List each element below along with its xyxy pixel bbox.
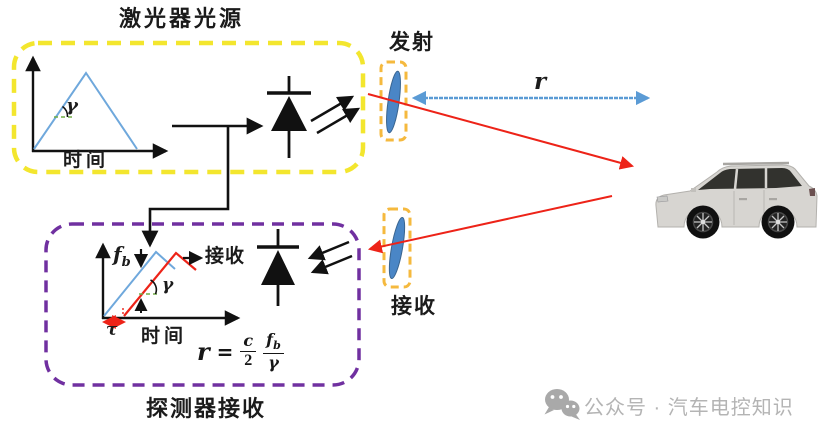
car-target xyxy=(655,161,818,239)
car-taillight xyxy=(809,188,815,196)
chirp-triangle-waveform xyxy=(33,71,138,150)
return-beam xyxy=(367,195,613,254)
car-door-handle-front xyxy=(739,198,747,201)
transmit-lens-box xyxy=(379,60,408,142)
laser-diode-symbol xyxy=(267,76,311,158)
slope-angle-arc-top xyxy=(61,105,69,118)
time-axis-label-top: 时间 xyxy=(63,150,110,171)
laser-source-box xyxy=(11,40,366,175)
formula-fraction-fb-over-gamma: fb γ xyxy=(263,330,284,372)
chirp-slope-label-bottom: γ xyxy=(162,275,174,295)
photodiode-symbol xyxy=(257,229,299,306)
formula-denominator-2: 2 xyxy=(244,352,253,370)
car-windows xyxy=(698,168,802,190)
beat-frequency-symbol: f xyxy=(113,242,122,266)
transmit-beam xyxy=(367,93,635,170)
receive-lens-box xyxy=(382,207,412,289)
watermark-text: 公众号 · 汽车电控知识 xyxy=(584,397,794,419)
laser-source-title: 激光器光源 xyxy=(119,6,245,31)
car-rear-wheel xyxy=(761,205,795,239)
chirp-slope-label-top: γ xyxy=(66,95,78,116)
received-signal-label: 接收 xyxy=(205,246,246,267)
detector-box xyxy=(44,222,361,387)
formula-denominator-gamma: γ xyxy=(268,352,279,372)
car-door-handle-rear xyxy=(769,198,777,201)
formula-equals: = xyxy=(216,339,234,364)
local-oscillator-tap-line xyxy=(141,126,230,248)
transmit-lens-label: 发射 xyxy=(389,30,435,54)
formula-numerator-c: c xyxy=(240,333,257,353)
car-mirror xyxy=(691,188,696,192)
car-roof-rail xyxy=(722,161,790,166)
time-axis-label-bottom: 时间 xyxy=(141,326,188,347)
delay-tau-label: τ xyxy=(106,320,118,340)
formula-numerator-fb: fb xyxy=(263,330,284,354)
formula-fb-sub: b xyxy=(273,339,281,353)
chirp-graph-axes xyxy=(25,55,169,159)
incoming-light-arrows xyxy=(307,240,353,275)
formula-fb-main: f xyxy=(266,330,274,349)
receive-lens-label: 接收 xyxy=(391,294,437,318)
car-front-wheel xyxy=(686,205,720,239)
slope-angle-arc-bottom xyxy=(150,279,158,295)
range-label: r xyxy=(534,68,547,95)
formula-fraction-c-over-2: c 2 xyxy=(240,333,257,370)
wechat-icon xyxy=(544,389,580,420)
received-chirp-line xyxy=(123,251,197,317)
range-formula: r = c 2 fb γ xyxy=(197,330,284,372)
emission-arrows xyxy=(310,95,361,135)
formula-lhs: r xyxy=(197,337,210,367)
car-b-pillar xyxy=(733,168,739,190)
beat-frequency-label: fb xyxy=(113,244,131,269)
receive-lens xyxy=(388,216,406,280)
car-headlight xyxy=(656,195,669,203)
detector-title: 探测器接收 xyxy=(146,396,267,421)
beat-frequency-subscript: b xyxy=(121,255,131,270)
